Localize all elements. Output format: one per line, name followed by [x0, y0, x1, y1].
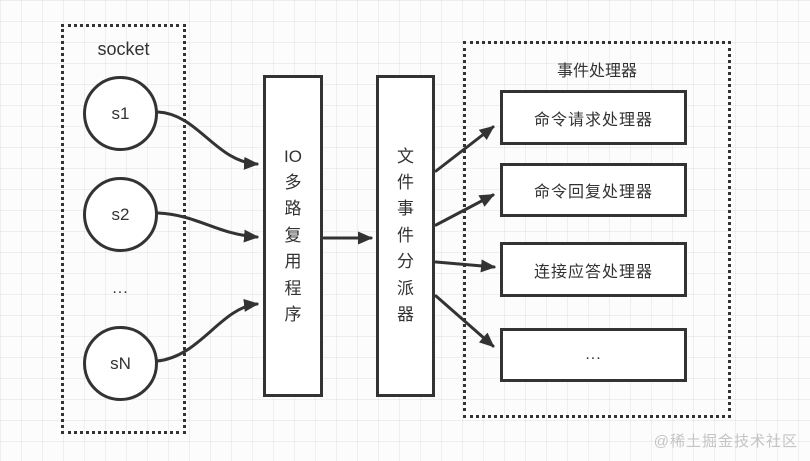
socket-node-s1-label: s1	[111, 103, 130, 123]
io-multiplexer-label: IO 多 路 复 用 程 序	[284, 146, 302, 324]
socket-node-sN: sN	[83, 326, 158, 401]
handler-command-reply: 命令回复处理器	[500, 163, 687, 217]
handler-ellipsis-label: ...	[585, 346, 602, 363]
event-handlers-group-box: 事件处理器	[463, 41, 731, 418]
socket-node-s2-label: s2	[111, 204, 130, 224]
socket-node-sN-label: sN	[110, 353, 131, 373]
socket-group-title: socket	[97, 39, 150, 59]
file-event-dispatcher-label: 文 件 事 件 分 派 器	[397, 146, 414, 324]
handler-connection-accept-label: 连接应答处理器	[533, 263, 653, 281]
handler-connection-accept: 连接应答处理器	[500, 242, 687, 297]
socket-node-s2: s2	[83, 177, 158, 252]
socket-nodes-ellipsis: ...	[112, 280, 129, 297]
socket-node-s1: s1	[83, 76, 158, 151]
event-handlers-group-title: 事件处理器	[556, 63, 637, 80]
file-event-dispatcher-box: 文 件 事 件 分 派 器	[376, 75, 435, 397]
io-multiplexer-box: IO 多 路 复 用 程 序	[263, 75, 323, 397]
handler-ellipsis: ...	[500, 328, 687, 382]
handler-command-reply-label: 命令回复处理器	[533, 184, 653, 201]
handler-command-request: 命令请求处理器	[500, 90, 687, 145]
watermark: @稀土掘金技术社区	[653, 433, 798, 450]
handler-command-request-label: 命令请求处理器	[533, 111, 653, 129]
